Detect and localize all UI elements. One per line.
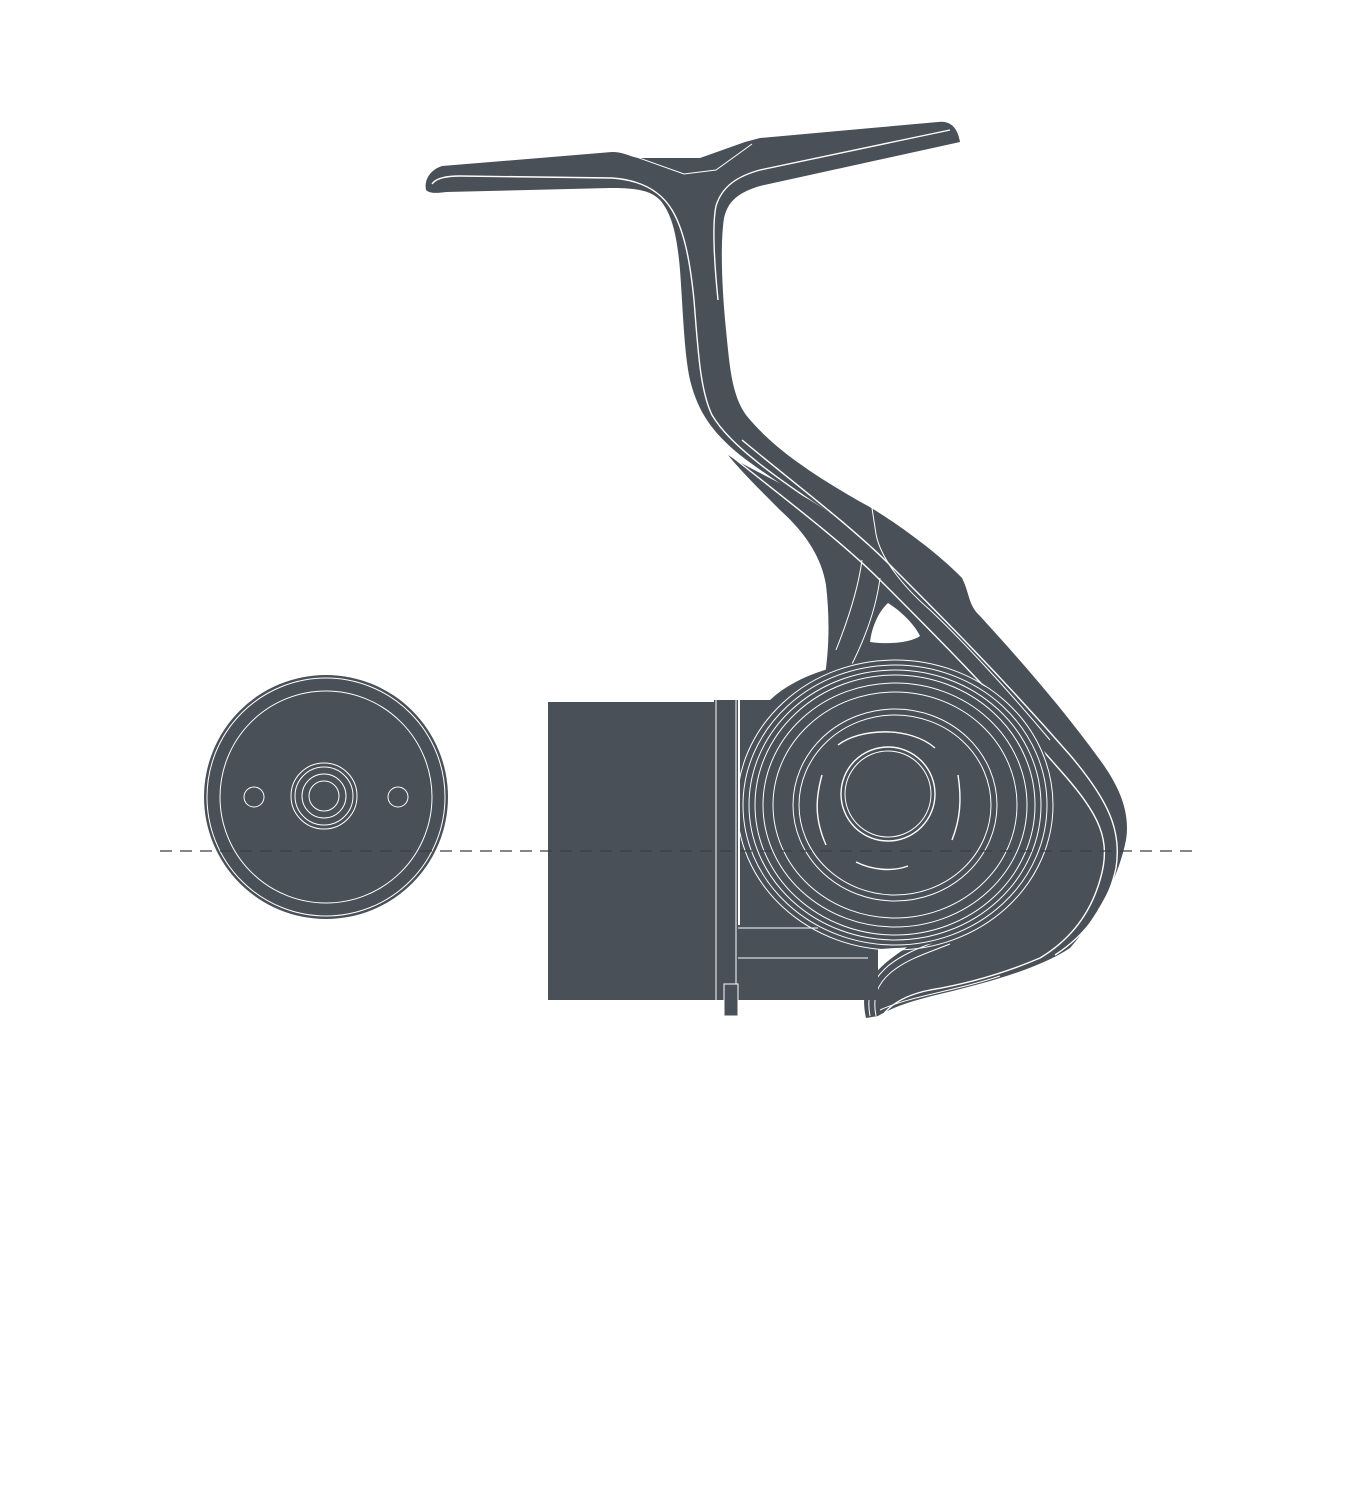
rotor-cup: [736, 659, 1055, 1000]
spool-skirt-ring: [714, 700, 739, 1017]
spool-front-view: [204, 675, 448, 919]
rod-mount-foot: [425, 121, 961, 541]
